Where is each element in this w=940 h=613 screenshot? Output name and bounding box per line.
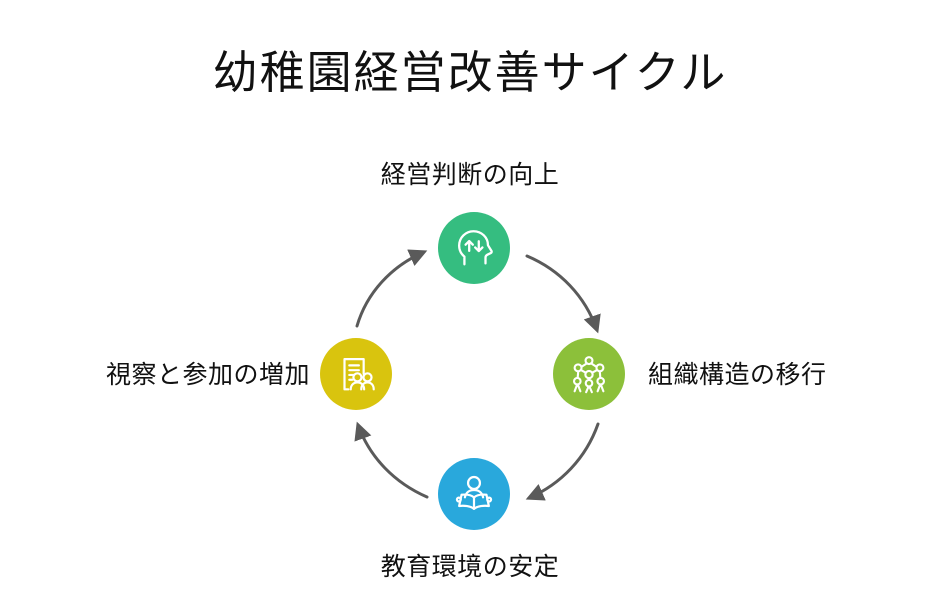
arrow-right-to-bottom (525, 422, 600, 501)
person-reading-book-icon (451, 471, 497, 517)
arrow-left-to-top (355, 249, 428, 328)
head-with-up-down-arrows-icon (451, 225, 497, 271)
cycle-node-bottom[interactable] (438, 458, 510, 530)
cycle-node-top[interactable] (438, 212, 510, 284)
cycle-node-right-label: 組織構造の移行 (648, 361, 827, 389)
cycle-node-left[interactable] (320, 338, 392, 410)
page-title: 幼稚園経営改善サイクル (212, 47, 728, 98)
cycle-node-bottom-label: 教育環境の安定 (380, 553, 560, 581)
network-nodes-icon (566, 351, 612, 397)
cycle-node-right[interactable] (553, 338, 625, 410)
document-with-people-icon (333, 351, 379, 397)
arrow-top-to-right (525, 254, 601, 334)
arrow-bottom-to-left (354, 421, 429, 499)
cycle-node-top-label: 経営判断の向上 (380, 161, 560, 189)
cycle-node-left-label: 視察と参加の増加 (105, 361, 310, 389)
